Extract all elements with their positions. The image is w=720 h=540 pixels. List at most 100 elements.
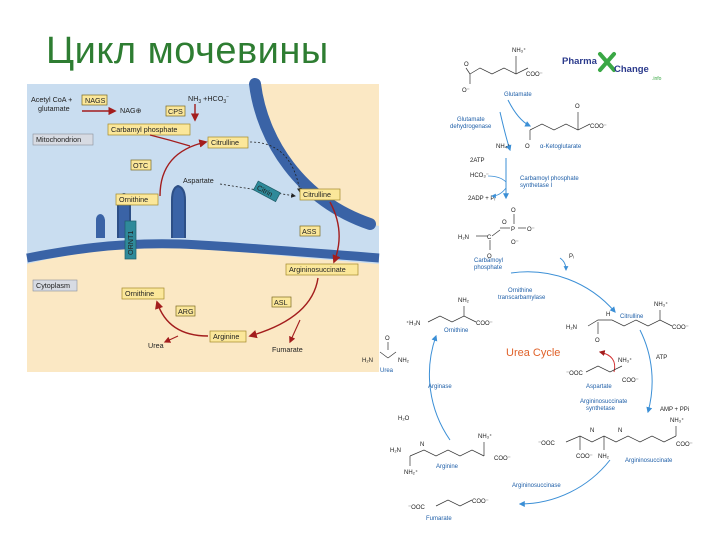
- ass-enzyme-l2: synthetase: [586, 406, 616, 412]
- ornithine-structure: ⁺H₃N NH₂ COO⁻ Ornithine: [406, 298, 493, 334]
- asl-label: ASL: [274, 298, 288, 307]
- arrow-glu-to-nh4: [499, 111, 512, 152]
- arg-label: ARG: [178, 307, 194, 316]
- adp-pi-label: 2ADP + Pᵢ: [468, 196, 495, 202]
- svg-text:COO⁻: COO⁻: [526, 72, 543, 78]
- cps-enzyme-l1: Carbamoyl phosphate: [520, 176, 579, 182]
- crista-3: [96, 214, 105, 238]
- nags-label: NAGS: [85, 96, 106, 105]
- citrulline-cyto-box: [299, 188, 341, 201]
- pharmaxchange-logo: Pharma Change .info: [562, 52, 662, 82]
- logo-x-icon: [598, 52, 616, 72]
- svg-text:O: O: [525, 144, 530, 150]
- urea-name: Urea: [380, 368, 394, 374]
- arrow-arginine-to-ornithine: [155, 300, 209, 337]
- svg-text:H₂N: H₂N: [566, 325, 577, 331]
- fumarate-structure: ⁻OOC COO⁻ Fumarate: [408, 499, 489, 522]
- urea-cycle-label: Urea Cycle: [506, 347, 560, 359]
- ornithine-mito-box: [115, 193, 159, 206]
- cps-box: [165, 105, 186, 117]
- svg-text:O⁻: O⁻: [527, 227, 535, 233]
- svg-text:O⁻: O⁻: [462, 88, 470, 94]
- citrulline-transport-arrow: [249, 141, 302, 193]
- gdh-enzyme-l2: dehydrogenase: [450, 124, 492, 130]
- svg-text:O: O: [487, 254, 492, 260]
- arrow-ornithine-to-citrulline: [159, 139, 208, 197]
- citrulline-cyto-label: Citrulline: [303, 190, 331, 199]
- svg-text:COO⁻: COO⁻: [622, 378, 639, 384]
- nags-box: [81, 94, 108, 106]
- mitochondrion-label: Mitochondrion: [36, 135, 81, 144]
- ass-label: ASS: [302, 227, 317, 236]
- citrulline-mito-label: Citrulline: [211, 138, 239, 147]
- cytoplasm-label-box: [32, 279, 78, 292]
- svg-text:NH₃⁺: NH₃⁺: [670, 417, 684, 424]
- atp2-label: 2ATP: [470, 158, 485, 164]
- asl-enzyme: Argininosuccinase: [512, 483, 561, 489]
- arrow-adp-out: [491, 187, 507, 199]
- svg-text:N: N: [590, 428, 594, 434]
- svg-text:O: O: [502, 220, 507, 226]
- inner-membrane-bottom: [26, 239, 380, 263]
- carbamoyl-phosphate-structure: H₂N C O O P O O⁻ O⁻ Carbamoyl phosphate: [458, 208, 535, 271]
- arrow-carbamyl-join: [149, 134, 191, 147]
- ass-box: [299, 225, 321, 237]
- otc-enzyme-l2: transcarbamylase: [498, 295, 546, 301]
- argininosuccinate-box: [285, 263, 359, 276]
- glutamate-structure: O O⁻ NH₃⁺ COO⁻ Glutamate: [462, 47, 543, 98]
- arginine-structure: H₂N NH₂⁺ N NH₃⁺ COO⁻ Arginine: [390, 433, 511, 476]
- arginase-enzyme: Arginase: [428, 384, 452, 390]
- arrow-pi-out: [559, 257, 569, 271]
- acetyl-coa-label: Acetyl CoA +: [31, 95, 72, 104]
- h2o-label: H₂O: [398, 416, 410, 422]
- svg-text:H₂N: H₂N: [458, 235, 469, 241]
- aspartate-name: Aspartate: [586, 384, 612, 390]
- citrulline-name: Citrulline: [620, 314, 644, 320]
- svg-text:NH₂: NH₂: [458, 298, 470, 304]
- urea-label: Urea: [148, 341, 164, 350]
- ornithine-cyto-label: Ornithine: [125, 289, 154, 298]
- svg-text:NH₃⁺: NH₃⁺: [618, 357, 632, 364]
- svg-text:COO⁻: COO⁻: [576, 454, 593, 460]
- otc-enzyme-l1: Ornithine: [508, 288, 533, 294]
- carbamoyl-phosphate-name-l2: phosphate: [474, 265, 503, 271]
- hco3-label: HCO₃⁻: [470, 173, 489, 179]
- svg-text:NH₃⁺: NH₃⁺: [478, 433, 492, 440]
- svg-text:O⁻: O⁻: [511, 240, 519, 246]
- svg-text:COO⁻: COO⁻: [476, 321, 493, 327]
- svg-text:H: H: [606, 312, 610, 318]
- svg-text:⁻OOC: ⁻OOC: [408, 505, 426, 511]
- ornt1-label: ORNT1: [126, 231, 135, 255]
- svg-text:NH₃⁺: NH₃⁺: [654, 301, 668, 308]
- ornithine-cyto-box: [121, 287, 165, 300]
- svg-text:NH₂: NH₂: [598, 454, 610, 460]
- svg-text:NH₃⁺: NH₃⁺: [512, 47, 526, 54]
- svg-text:Change: Change: [614, 64, 649, 75]
- arginine-box: [209, 330, 247, 343]
- svg-text:C: C: [487, 235, 492, 241]
- amp-ppi-label: AMP + PPi: [660, 407, 689, 413]
- arrow-to-fumarate: [289, 319, 301, 344]
- svg-text:P: P: [511, 227, 515, 233]
- cycle-arc-arginase: [428, 334, 451, 441]
- svg-text:COO⁻: COO⁻: [672, 325, 689, 331]
- urea-cycle-scheme: Pharma Change .info O O⁻ NH₃⁺ COO⁻ Gluta…: [362, 47, 693, 522]
- cytoplasm-label: Cytoplasm: [36, 281, 70, 290]
- svg-text:N: N: [618, 428, 622, 434]
- svg-text:COO⁻: COO⁻: [494, 456, 511, 462]
- carbamyl-phosphate-label: Carbamyl phosphate: [111, 125, 177, 134]
- carbamoyl-phosphate-name-l1: Carbamoyl: [474, 258, 503, 264]
- argininosuccinate-label: Argininosuccinate: [289, 265, 346, 274]
- nag-label: NAG⊕: [120, 106, 142, 115]
- mitochondrion-label-box: [32, 133, 94, 146]
- svg-text:⁺H₃N: ⁺H₃N: [406, 320, 420, 327]
- glutamate-name: Glutamate: [504, 92, 532, 98]
- crista-1: [171, 184, 186, 238]
- gdh-enzyme-l1: Glutamate: [457, 117, 485, 123]
- svg-text:COO⁻: COO⁻: [590, 124, 607, 130]
- fumarate-name: Fumarate: [426, 516, 452, 522]
- alpha-kg-structure: O O COO⁻ α-Ketoglutarate: [525, 104, 607, 150]
- arg-box: [175, 305, 196, 317]
- urea-structure: H₂N NH₂ O Urea: [362, 336, 410, 374]
